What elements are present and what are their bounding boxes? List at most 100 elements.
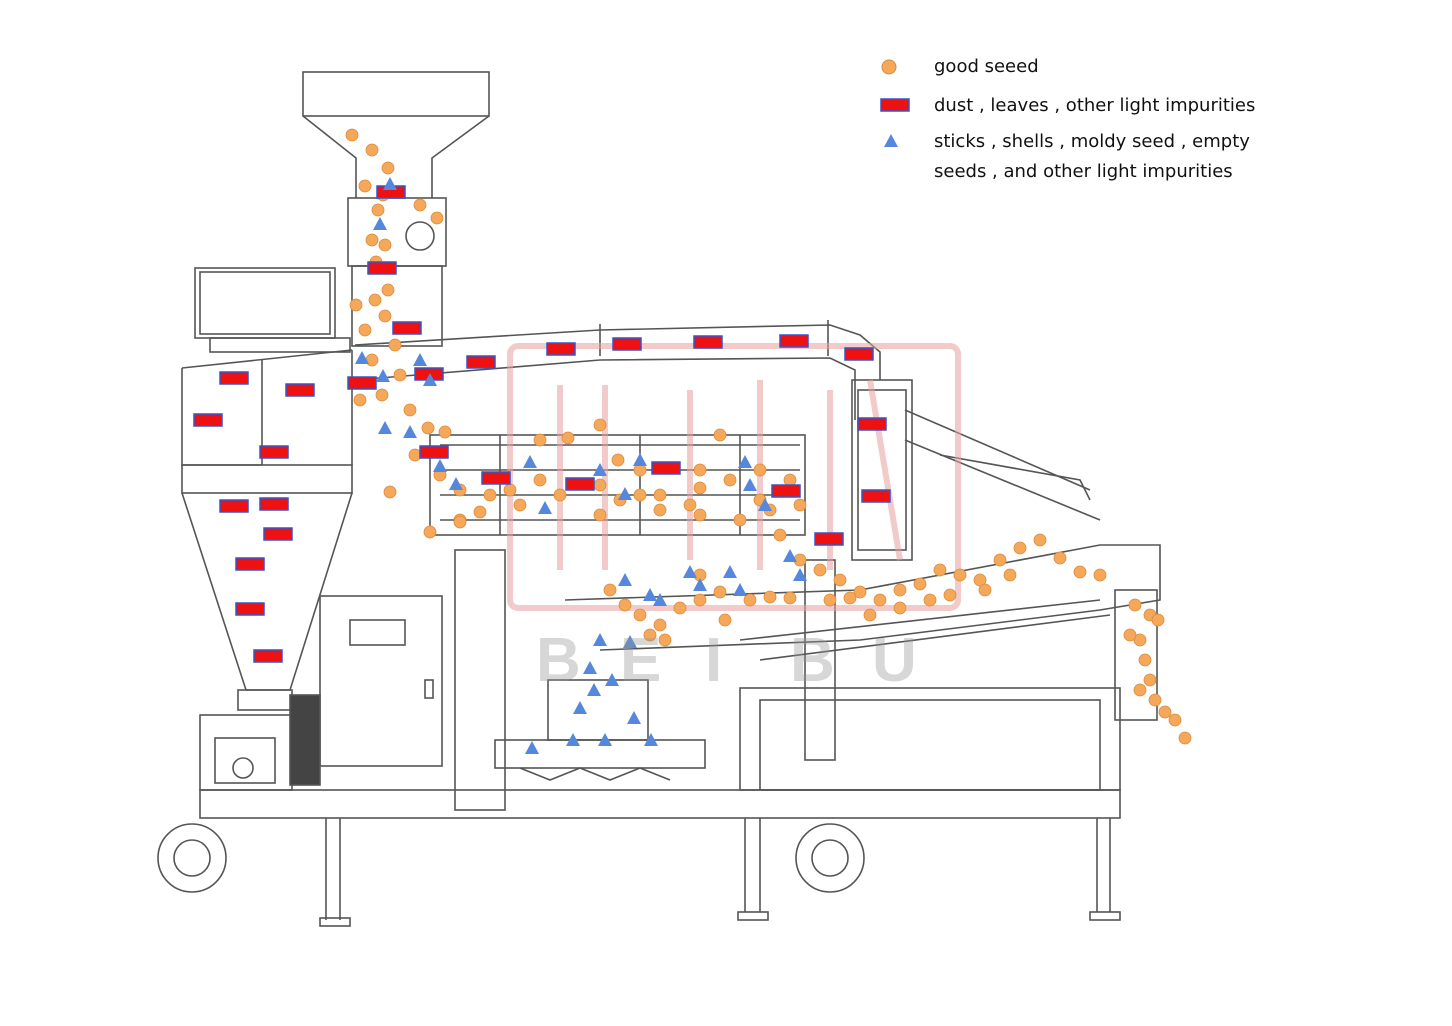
legend-icons: [880, 59, 910, 147]
light-impurity-particle: [253, 649, 283, 663]
good-seed-particle: [533, 473, 547, 487]
good-seed-particle: [653, 618, 667, 632]
light-impurity-particle: [367, 261, 397, 275]
good-seed-particle: [603, 583, 617, 597]
heavy-impurity-particle: [587, 683, 601, 696]
legend-heavy-impurity-line2: seeds , and other light impurities: [934, 161, 1233, 182]
heavy-impurity-particle: [583, 661, 597, 674]
particles-layer: [193, 128, 1192, 754]
casters: [157, 823, 865, 893]
legend-good-seed-label: good seeed: [934, 56, 1039, 77]
watermark-letter: I: [705, 626, 723, 695]
fan-motor-housing: [194, 267, 351, 353]
good-seed-particle: [863, 608, 877, 622]
light-impurity-particle: [612, 337, 642, 351]
good-seed-particle: [1013, 541, 1027, 555]
good-seed-particle: [933, 563, 947, 577]
good-seed-particle: [1133, 683, 1147, 697]
light-impurity-particle: [693, 335, 723, 349]
good-seed-particle: [713, 585, 727, 599]
good-seed-particle: [843, 591, 857, 605]
heavy-impurity-particle: [566, 733, 580, 746]
good-seed-particle: [371, 203, 385, 217]
good-seed-particle: [1143, 673, 1157, 687]
good-seed-particle: [653, 503, 667, 517]
good-seed-particle: [365, 143, 379, 157]
good-seed-particle: [693, 508, 707, 522]
good-seed-particle: [561, 431, 575, 445]
good-seed-particle: [365, 233, 379, 247]
heavy-impurity-particle: [423, 373, 437, 386]
good-seed-particle: [1003, 568, 1017, 582]
good-seed-particle: [453, 515, 467, 529]
light-impurity-particle: [235, 557, 265, 571]
heavy-impurity-particle: [623, 635, 637, 648]
heavy-impurity-particle: [378, 421, 392, 434]
good-seed-particle: [658, 633, 672, 647]
good-seed-particle: [1138, 653, 1152, 667]
light-impurity-particle: [771, 484, 801, 498]
heavy-impurity-particle: [538, 501, 552, 514]
good-seed-particle: [723, 473, 737, 487]
good-seed-particle: [793, 498, 807, 512]
light-impurity-particle: [392, 321, 422, 335]
good-seed-particle: [783, 591, 797, 605]
sieve-box: [429, 434, 806, 536]
heavy-impurity-particle: [627, 711, 641, 724]
heavy-impurity-particle: [743, 478, 757, 491]
aspiration-channel: [354, 320, 881, 420]
good-seed-particle: [483, 488, 497, 502]
outlet-chutes: [494, 679, 706, 781]
good-seed-particle: [823, 593, 837, 607]
gravity-table: [564, 409, 1161, 661]
good-seed-particle: [1123, 628, 1137, 642]
good-seed-particle: [593, 478, 607, 492]
light-impurity-particle: [814, 532, 844, 546]
heavy-impurity-particle: [693, 578, 707, 591]
light-impurity-particle: [235, 602, 265, 616]
light-impurity-particle: [466, 355, 496, 369]
light-impurity-particle: [263, 527, 293, 541]
product-outlet: [1114, 589, 1158, 721]
good-seed-particle: [893, 583, 907, 597]
watermark-letter: E: [620, 626, 662, 695]
machine-frame: [199, 549, 1121, 927]
good-seed-particle: [358, 179, 372, 193]
good-seed-particle: [421, 421, 435, 435]
legend-triangle-icon: [884, 134, 898, 147]
good-seed-particle: [611, 453, 625, 467]
good-seed-particle: [393, 368, 407, 382]
good-seed-particle: [438, 425, 452, 439]
good-seed-particle: [368, 293, 382, 307]
good-seed-particle: [1151, 613, 1165, 627]
good-seed-particle: [753, 463, 767, 477]
heavy-impurity-particle: [373, 217, 387, 230]
air-column: [851, 379, 913, 561]
good-seed-particle: [743, 593, 757, 607]
good-seed-particle: [893, 601, 907, 615]
good-seed-particle: [381, 161, 395, 175]
watermark-letter: B: [790, 626, 835, 695]
good-seed-particle: [873, 593, 887, 607]
legend-seed-icon: [881, 59, 897, 75]
good-seed-particle: [353, 393, 367, 407]
good-seed-particle: [430, 211, 444, 225]
light-impurity-particle: [193, 413, 223, 427]
heavy-impurity-particle: [618, 573, 632, 586]
heavy-impurity-particle: [525, 741, 539, 754]
good-seed-particle: [643, 628, 657, 642]
good-seed-particle: [1178, 731, 1192, 745]
legend-impurity-icon: [880, 98, 910, 112]
light-impurity-particle: [259, 497, 289, 511]
light-impurity-particle: [651, 461, 681, 475]
light-impurity-particle: [285, 383, 315, 397]
heavy-impurity-particle: [618, 487, 632, 500]
good-seed-particle: [388, 338, 402, 352]
good-seed-particle: [953, 568, 967, 582]
good-seed-particle: [408, 448, 422, 462]
feed-hopper: [302, 71, 490, 347]
good-seed-particle: [553, 488, 567, 502]
good-seed-particle: [713, 428, 727, 442]
heavy-impurity-particle: [723, 565, 737, 578]
